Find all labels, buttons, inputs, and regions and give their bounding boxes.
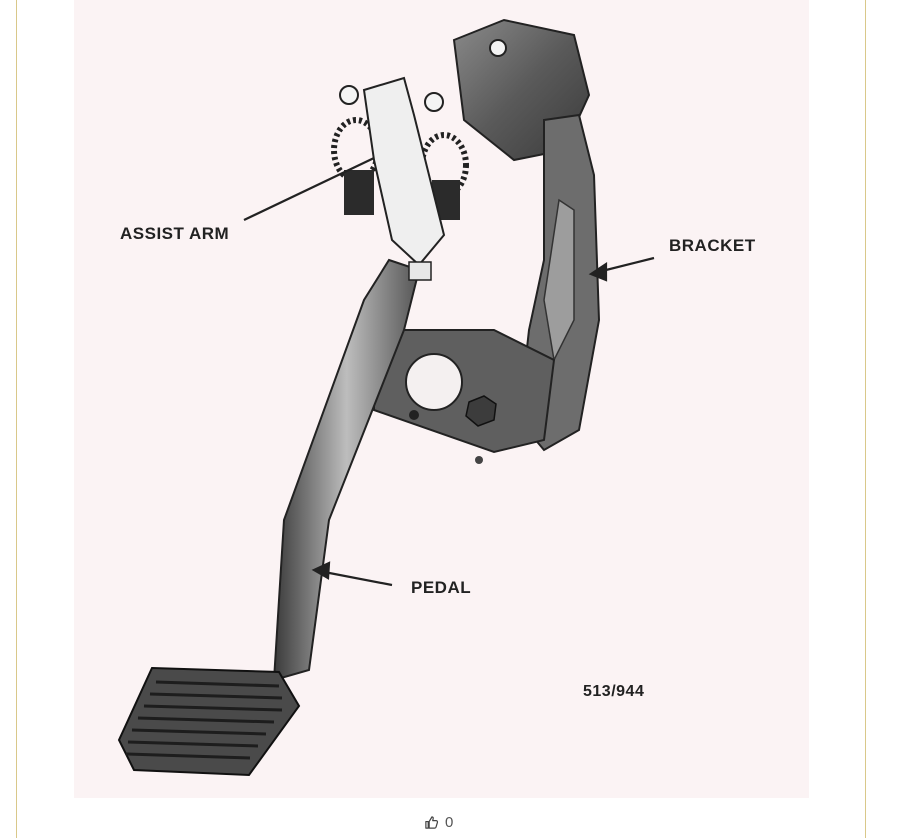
base-plate: [373, 329, 556, 464]
pedal-arrowhead: [311, 561, 331, 580]
bracket-arrowhead: [588, 261, 608, 282]
assist-arm-part: [339, 76, 446, 267]
pedal-assembly-illustration: [117, 18, 655, 777]
pedal-leader: [318, 569, 393, 587]
pedal-pad: [117, 666, 301, 777]
like-button[interactable]: 0: [424, 814, 453, 831]
post-footer: 0: [0, 806, 910, 831]
bracket-label: BRACKET: [669, 236, 756, 255]
figure-number: 513/944: [583, 683, 645, 700]
like-count: 0: [445, 814, 454, 831]
clutch-pedal-diagram: ASSIST ARM BRACKET PEDAL 513/944: [74, 0, 809, 798]
pedal-label: PEDAL: [411, 578, 472, 597]
pedal-lever: [272, 258, 432, 682]
assist-arm-label: ASSIST ARM: [120, 224, 230, 243]
assist-arm-leader: [243, 157, 375, 221]
thumbs-up-icon: [425, 816, 439, 829]
leader-lines: [243, 157, 655, 587]
